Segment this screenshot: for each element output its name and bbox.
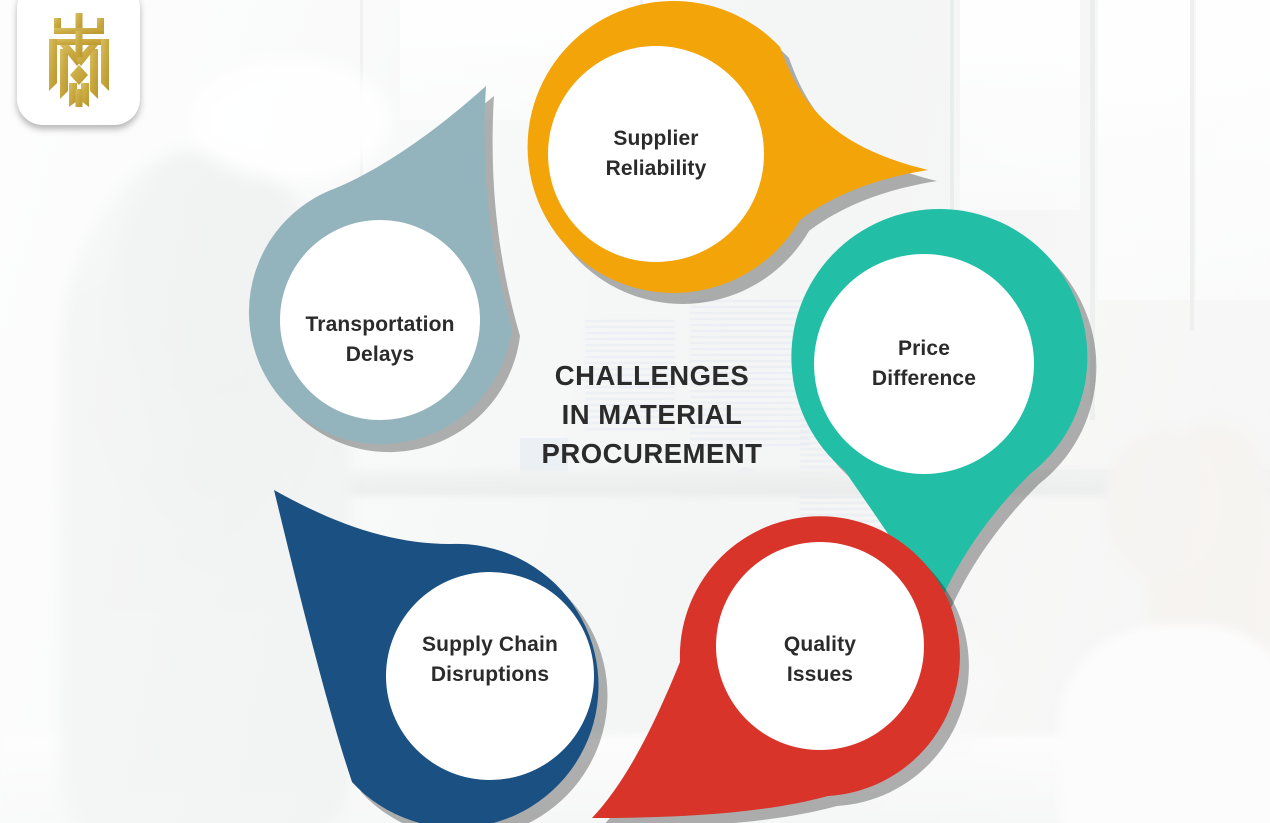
- page-title-line2: IN MATERIAL: [561, 399, 743, 430]
- pin-shape: [791, 208, 1097, 632]
- pin-inner-circle: [280, 220, 480, 420]
- pin-shape: [592, 516, 969, 823]
- pin-inner-circle: [814, 254, 1034, 474]
- pin-shape: [274, 490, 608, 823]
- pin-transportation-delays[interactable]: Transportation Delays: [228, 78, 548, 508]
- pin-shape: [527, 0, 937, 304]
- page-title-line1: CHALLENGES: [554, 360, 750, 391]
- pin-inner-circle: [386, 572, 594, 780]
- page-title: CHALLENGES IN MATERIAL PROCUREMENT: [492, 356, 812, 473]
- crown-emblem-logo-icon: [48, 13, 109, 108]
- page-title-line3: PROCUREMENT: [541, 438, 763, 469]
- pin-supply-chain-disruptions[interactable]: Supply Chain Disruptions: [258, 486, 658, 823]
- pin-price-difference[interactable]: Price Difference: [766, 208, 1097, 632]
- pin-shape: [248, 86, 520, 453]
- pin-inner-circle: [548, 46, 764, 262]
- pin-quality-issues[interactable]: Quality Issues: [588, 500, 988, 823]
- brand-logo[interactable]: [17, 0, 140, 125]
- pin-supplier-reliability[interactable]: Supplier Reliability: [492, 0, 952, 322]
- pin-inner-circle: [716, 542, 924, 750]
